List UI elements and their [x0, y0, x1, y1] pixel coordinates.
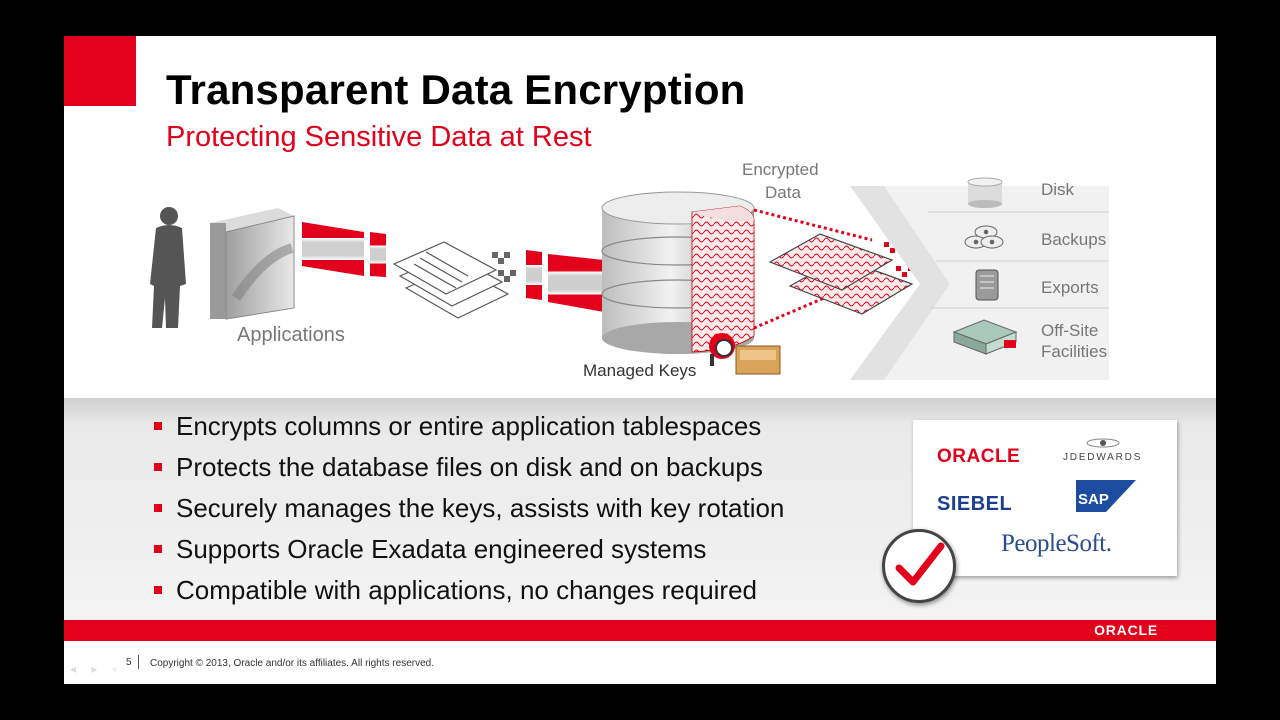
application-server-icon [210, 208, 295, 320]
sap-logo: SAP [1076, 480, 1136, 512]
encryption-link [753, 296, 825, 330]
page-number: 5 [126, 657, 132, 668]
peoplesoft-logo: PeopleSoft. [1001, 530, 1112, 557]
checker-marks [492, 252, 516, 282]
encrypted-data-label-line2: Data [765, 183, 801, 202]
slide-subtitle: Protecting Sensitive Data at Rest [166, 121, 592, 153]
checkmark-icon [895, 542, 945, 586]
encrypted-data-icon [768, 233, 914, 315]
data-stream-band [302, 222, 386, 277]
encryption-link [753, 208, 873, 242]
jdedwards-swoosh-icon [1086, 438, 1120, 448]
encrypted-data-label: Encrypted [742, 160, 819, 179]
footer-separator [138, 655, 139, 669]
exports-icon [975, 269, 999, 301]
disk-icon [967, 177, 1003, 208]
managed-keys-label: Managed Keys [583, 361, 697, 380]
storage-fan-edge [850, 186, 950, 380]
sap-logo-text: SAP [1078, 491, 1109, 508]
storage-facilities-label: Facilities [1041, 342, 1108, 361]
oracle-logo: ORACLE [937, 446, 1021, 467]
slide-nav-controls[interactable]: ◂ ▸ ▫ [70, 662, 123, 676]
siebel-logo: SIEBEL [937, 493, 1013, 515]
backups-icon [964, 225, 1004, 249]
jdedwards-logo: JDEDWARDS [1063, 452, 1143, 463]
storage-offsite-label: Off-Site [1041, 321, 1099, 340]
bullet-item: Supports Oracle Exadata engineered syste… [154, 531, 784, 572]
managed-keys-icon [709, 333, 781, 375]
applications-label: Applications [237, 324, 345, 346]
bullet-item: Encrypts columns or entire application t… [154, 408, 784, 449]
bullet-item: Protects the database files on disk and … [154, 449, 784, 490]
document-stack-icon [392, 241, 510, 319]
bullet-list: Encrypts columns or entire application t… [154, 408, 784, 613]
slide: Transparent Data Encryption Protecting S… [64, 36, 1216, 684]
tde-diagram [150, 177, 1109, 380]
copyright-text: Copyright © 2013, Oracle and/or its affi… [150, 658, 434, 669]
bullet-item: Compatible with applications, no changes… [154, 572, 784, 613]
database-icon [601, 191, 755, 354]
checkmark-badge [882, 529, 956, 603]
user-silhouette-icon [150, 207, 186, 328]
slide-title: Transparent Data Encryption [166, 66, 746, 113]
footer-oracle-logo: ORACLE [1094, 622, 1158, 638]
footer-bar [64, 620, 1216, 641]
storage-dividers [928, 211, 1109, 309]
bullet-item: Securely manages the keys, assists with … [154, 490, 784, 531]
storage-exports-label: Exports [1041, 278, 1099, 297]
application-logos-panel: ORACLE JDEDWARDS SIEBEL SAP PeopleSoft. [913, 420, 1177, 576]
storage-disk-label: Disk [1041, 180, 1075, 199]
storage-backups-label: Backups [1041, 230, 1107, 249]
offsite-facilities-icon [952, 319, 1018, 355]
data-stream-band [526, 250, 604, 312]
corner-accent [64, 36, 136, 106]
